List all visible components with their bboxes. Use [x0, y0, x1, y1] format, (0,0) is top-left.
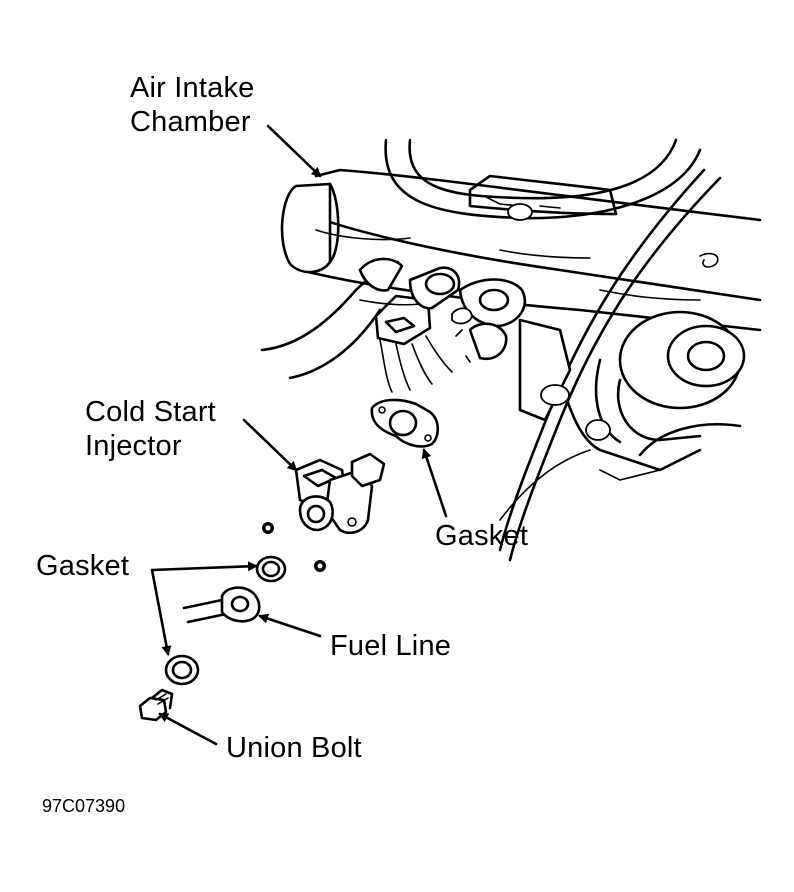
leader-gasket-left-bottom [150, 568, 172, 656]
fuel-line-part [182, 586, 261, 624]
air-intake-chamber [260, 138, 762, 562]
union-bolt-part [138, 688, 174, 722]
label-cold-start-line2: Injector [85, 430, 182, 462]
cold-start-injector [294, 452, 386, 534]
leader-gasket-left-top [150, 561, 258, 572]
leader-cold-start [242, 418, 298, 472]
label-gasket-right: Gasket [435, 520, 529, 552]
flange-gasket [370, 398, 440, 448]
nut-lower [314, 560, 326, 572]
leader-union-bolt [158, 712, 218, 746]
label-air-intake-line1: Air Intake [130, 72, 255, 104]
lower-gasket-washer [164, 654, 200, 686]
label-fuel-line: Fuel Line [330, 630, 452, 662]
label-air-intake-line2: Chamber [130, 106, 251, 138]
leader-gasket-right [421, 448, 448, 518]
label-cold-start-line1: Cold Start [85, 396, 216, 428]
nut-upper [262, 522, 274, 534]
label-gasket-left: Gasket [36, 550, 130, 582]
upper-gasket-washer [255, 555, 287, 583]
leader-fuel-line [258, 613, 322, 638]
figure-code: 97C07390 [42, 796, 126, 816]
label-union-bolt: Union Bolt [226, 732, 362, 764]
leader-air-intake [266, 124, 322, 178]
